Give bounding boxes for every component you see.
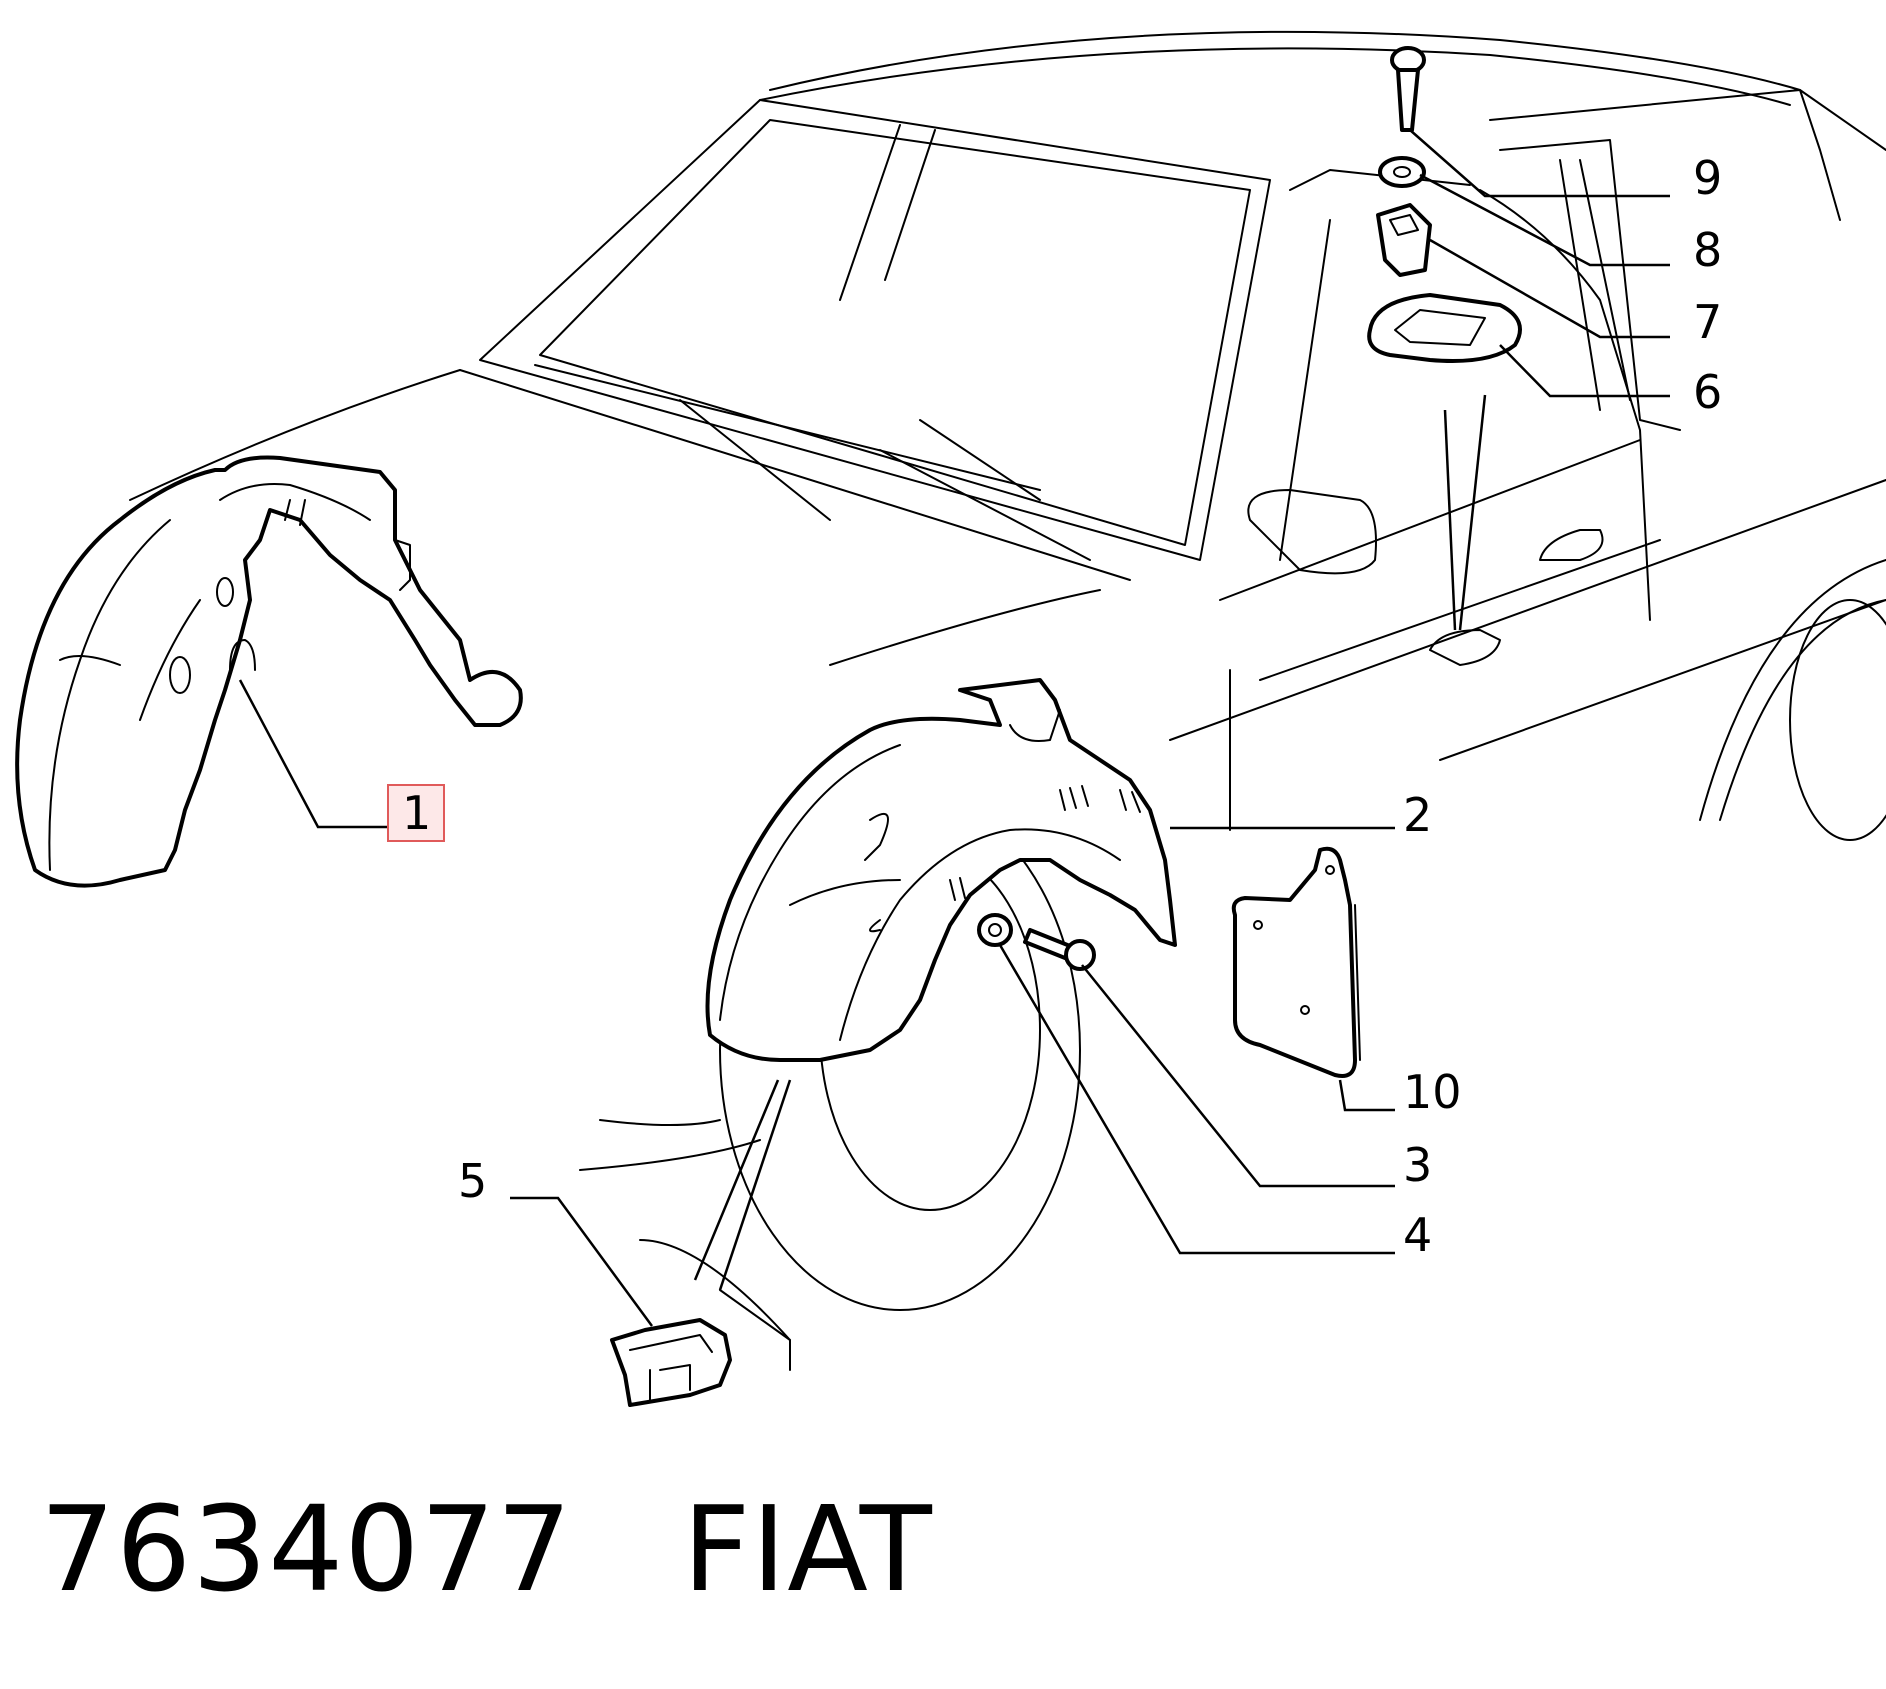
part-4-nut <box>977 913 1013 947</box>
part-5-clip <box>610 1318 732 1407</box>
callout-3: 3 <box>1403 1138 1432 1192</box>
callout-labels: 1 2 3 4 5 6 7 8 9 10 <box>387 151 1722 1262</box>
leader-lines <box>238 129 1670 1327</box>
callout-7: 7 <box>1693 295 1722 349</box>
callout-8: 8 <box>1693 223 1722 277</box>
part-8-washer <box>1378 156 1426 188</box>
part-1-wheel-arch-liner <box>15 455 523 888</box>
car-body-outline <box>129 30 1886 1371</box>
part-7-clip-nut <box>1376 203 1432 277</box>
callout-6: 6 <box>1693 365 1722 419</box>
part-6-grommet <box>1367 293 1522 363</box>
brand-name: FIAT <box>682 1480 933 1618</box>
part-number: 7634077 <box>40 1480 573 1618</box>
callout-1-highlight <box>387 784 445 842</box>
part-9-bolt <box>1390 46 1426 132</box>
part-3-screw <box>1023 928 1096 971</box>
callout-2: 2 <box>1403 788 1432 842</box>
callout-1: 1 <box>402 786 431 840</box>
part-10-mud-flap <box>1231 846 1361 1078</box>
footer-caption: 7634077 FIAT <box>40 1480 933 1618</box>
part-2-wheel-arch-liner <box>705 678 1177 1062</box>
callout-5: 5 <box>458 1154 487 1208</box>
callout-9: 9 <box>1693 151 1722 205</box>
callout-10: 10 <box>1403 1065 1462 1119</box>
callout-4: 4 <box>1403 1208 1432 1262</box>
